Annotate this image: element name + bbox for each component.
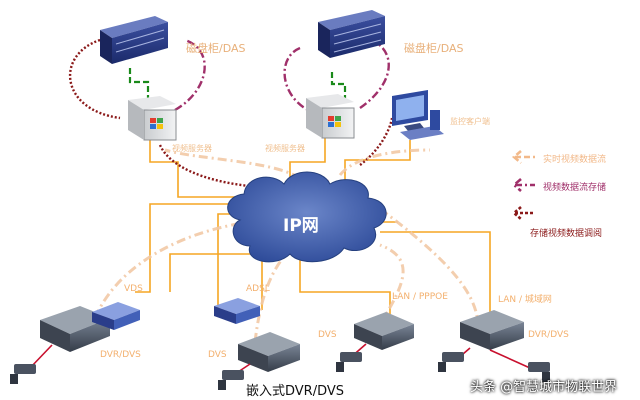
vds-box	[92, 302, 140, 330]
link-label-adsl: ADSL	[246, 284, 270, 294]
device-label-1: DVR/DVS	[100, 350, 141, 360]
camera-icon	[336, 352, 362, 372]
server-label-right: 视频服务器	[265, 144, 305, 153]
video-server-left	[128, 96, 177, 141]
das-storage-right	[318, 10, 385, 58]
dvs-device-3	[354, 312, 414, 350]
monitor-workstation	[392, 90, 444, 140]
field-devices	[40, 298, 524, 372]
device-label-2: DVS	[208, 350, 227, 360]
storage-links	[128, 68, 347, 100]
ip-network-cloud	[227, 171, 387, 263]
legend-realtime-label: 实时视频数据流	[543, 155, 607, 165]
das-storage-left	[100, 16, 168, 64]
camera-icon	[10, 364, 36, 384]
caption-embedded-dvr: 嵌入式DVR/DVS	[246, 384, 345, 399]
cameras	[10, 352, 550, 390]
link-label-lan-pppoe: LAN / PPPOE	[392, 292, 448, 302]
legend-storage-label: 视频数据流存储	[543, 183, 607, 193]
legend-arrows	[512, 150, 535, 220]
camera-icon	[438, 352, 464, 372]
video-server-right	[306, 94, 355, 139]
server-label-left: 视频服务器	[172, 144, 212, 153]
legend-retrieval-label: 存储视频数据调阅	[530, 229, 603, 239]
dvr-device-4	[460, 310, 524, 350]
das-label-right: 磁盘柜/DAS	[404, 42, 464, 55]
adsl-box	[214, 298, 260, 324]
watermark: 头条 @智慧城市物联世界	[470, 380, 618, 395]
device-label-3: DVS	[318, 330, 337, 340]
device-label-4: DVR/DVS	[528, 330, 569, 340]
realtime-flows	[93, 148, 480, 343]
camera-icon	[218, 370, 244, 390]
camera-icon	[528, 362, 550, 382]
link-label-vds: VDS	[124, 284, 143, 294]
ip-network-label: IP网	[283, 216, 319, 236]
dvs-device-2	[238, 332, 300, 372]
das-label-left: 磁盘柜/DAS	[186, 42, 246, 55]
link-label-lan-metro: LAN / 城域网	[498, 295, 552, 305]
monitor-client-label: 监控客户端	[450, 117, 490, 126]
